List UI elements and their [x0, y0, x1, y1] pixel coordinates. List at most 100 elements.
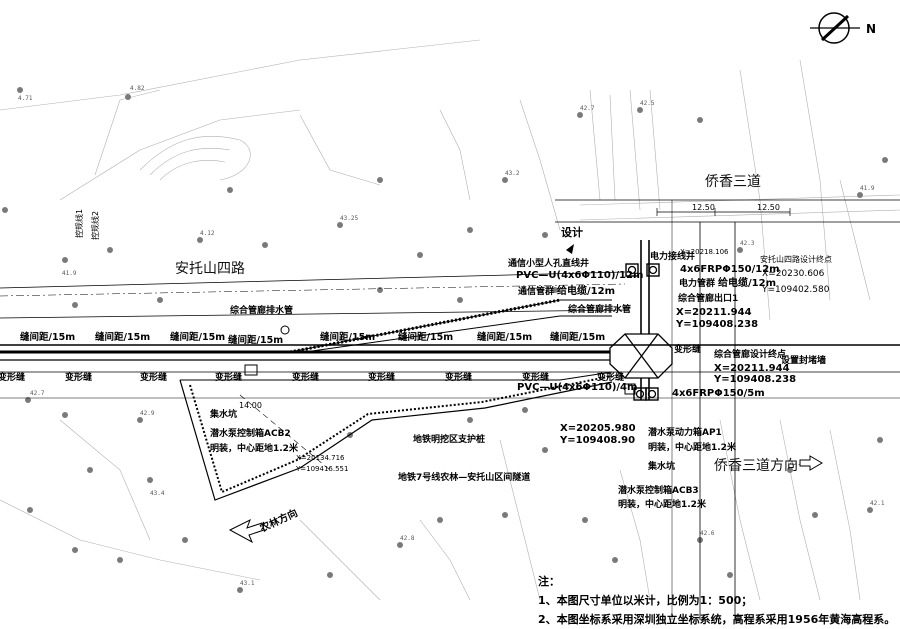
svg-text:41.9: 41.9 — [860, 185, 875, 192]
nonglin-direction-label: 农林方向 — [257, 506, 300, 535]
design-label: 设计 — [561, 225, 583, 239]
coord2-y-label: Y=109408.238 — [713, 374, 796, 385]
sump2-label: 集水坑 — [209, 408, 237, 420]
svg-text:43.1: 43.1 — [240, 580, 255, 587]
dim-1250a-label: 12.50 — [692, 203, 715, 212]
tunnel-octagon — [609, 240, 673, 401]
svg-text:变形缝: 变形缝 — [0, 371, 25, 383]
sump-markers — [244, 325, 636, 395]
metro-line-label: 地铁7号线农林—安托山区间隧道 — [398, 471, 530, 483]
coord3-y-label: Y=109408.90 — [559, 435, 635, 446]
joint-spacing-labels: 缝间距/15m 缝间距/15m 缝间距/15m 缝间距/15m 缝间距/15m … — [20, 331, 605, 346]
telecom-group-label: 通信管群 — [518, 285, 554, 297]
svg-text:变形缝: 变形缝 — [368, 371, 395, 383]
svg-text:缝间距/15m: 缝间距/15m — [170, 331, 225, 343]
metro-support-label: 地铁明挖区支护桩 — [413, 433, 485, 445]
pvc-bottom-label: PVC—U(4x6Φ110)/4m — [517, 382, 637, 393]
design-leader-icon — [566, 244, 574, 254]
svg-text:缝间距/15m: 缝间距/15m — [398, 331, 453, 343]
svg-text:42.7: 42.7 — [580, 105, 595, 112]
pump-acb3-note: 明装，中心距地1.2米 — [618, 498, 707, 510]
coord4-y-label: Y=109416.551 — [295, 465, 348, 473]
nonglin-arrow-icon — [228, 518, 265, 544]
compass-icon: N — [810, 12, 876, 44]
road-main-label: 安托山四路 — [175, 261, 245, 277]
deform-joint-labels: 变形缝 变形缝 变形缝 变形缝 变形缝 变形缝 变形缝 变形缝 变形缝 变形缝 — [0, 343, 701, 383]
compass-north-label: N — [866, 22, 876, 36]
svg-text:缝间距/15m: 缝间距/15m — [320, 331, 375, 343]
telecom-well-label: 通信小型人孔直线井 — [508, 257, 589, 269]
svg-text:42.7: 42.7 — [30, 390, 45, 397]
power-pipe-label: 电力管群 — [679, 277, 715, 289]
svg-text:缝间距/15m: 缝间距/15m — [477, 331, 532, 343]
dp-x-label: X=20230.606 — [762, 269, 825, 279]
svg-text:4.82: 4.82 — [130, 85, 145, 92]
road-sectional2-label: 控规线2 — [90, 211, 100, 240]
sump1-label: 集水坑 — [647, 460, 675, 472]
svg-text:缝间距/15m: 缝间距/15m — [550, 331, 605, 343]
power-pipe2-label: 给电缆/12m — [718, 276, 776, 289]
svg-text:变形缝: 变形缝 — [674, 343, 701, 355]
coord3-x-label: X=20205.980 — [560, 423, 636, 434]
svg-text:变形缝: 变形缝 — [445, 371, 472, 383]
tunnel-band — [180, 298, 613, 381]
frp-bottom-label: 4x6FRPΦ150/5m — [672, 388, 765, 399]
top-x-label: X=20218.106 — [680, 248, 729, 256]
end-wall-label: 设置封堵墙 — [781, 354, 826, 366]
svg-text:缝间距/15m: 缝间距/15m — [95, 331, 150, 343]
road-sectional-label: 控规线1 — [74, 209, 84, 238]
frp-top-label: 4x6FRPΦ150/12m — [680, 264, 780, 275]
coord1-x-label: X=20211.944 — [676, 307, 752, 318]
svg-text:42.6: 42.6 — [700, 530, 715, 537]
svg-text:42.2: 42.2 — [790, 460, 805, 467]
design-point-label: 安托山四路设计终点 — [760, 254, 832, 264]
notes-line-1: 1、本图尺寸单位以米计，比例为1：500； — [538, 594, 753, 607]
dp-y-label: Y=109402.580 — [761, 285, 830, 295]
svg-text:42.5: 42.5 — [640, 100, 655, 107]
pump-acb2-note: 明装，中心距地1.2米 — [210, 442, 299, 454]
direction-arrows — [228, 244, 823, 544]
svg-text:变形缝: 变形缝 — [215, 371, 242, 383]
svg-text:4.71: 4.71 — [18, 95, 33, 102]
pump-ap1-note: 明装，中心距地1.2米 — [648, 441, 737, 453]
drawing-notes: 注： 1、本图尺寸单位以米计，比例为1：500； 2、本图坐标系采用深圳独立坐标… — [538, 572, 900, 629]
svg-text:43.25: 43.25 — [340, 215, 358, 222]
svg-text:42.9: 42.9 — [140, 410, 155, 417]
svg-text:43.4: 43.4 — [150, 490, 165, 497]
tunnel-pipe-label: 综合管廊排水管 — [230, 304, 293, 316]
tunnel-pipe2-label: 综合管廊排水管 — [568, 303, 631, 315]
east-arrow-icon — [799, 455, 823, 471]
dim-1400-label: 14.00 — [239, 401, 262, 410]
pump-acb3-label: 潜水泵控制箱ACB3 — [618, 484, 699, 496]
svg-text:42.3: 42.3 — [740, 240, 755, 247]
metro-outline — [179, 375, 613, 501]
svg-text:4.12: 4.12 — [200, 230, 215, 237]
svg-text:变形缝: 变形缝 — [292, 371, 319, 383]
svg-text:缝间距/15m: 缝间距/15m — [20, 331, 75, 343]
tunnel-end-label: 综合管廊设计终点 — [714, 348, 786, 360]
coord1-y-label: Y=109408.238 — [675, 319, 758, 330]
svg-text:42.1: 42.1 — [870, 500, 885, 507]
svg-text:43.2: 43.2 — [505, 170, 520, 177]
svg-text:变形缝: 变形缝 — [140, 371, 167, 383]
survey-points — [2, 87, 888, 593]
svg-text:变形缝: 变形缝 — [65, 371, 92, 383]
pvc-top-label: PVC—U(4x6Φ110)/12m — [516, 270, 643, 281]
svg-text:变形缝: 变形缝 — [597, 371, 624, 383]
survey-contours — [0, 39, 900, 601]
dim-1250b-label: 12.50 — [757, 203, 780, 212]
svg-text:变形缝: 变形缝 — [522, 371, 549, 383]
svg-text:缝间距/15m: 缝间距/15m — [228, 334, 283, 346]
road-east-dir-label: 侨香三道方向 — [714, 458, 798, 474]
svg-text:41.9: 41.9 — [62, 270, 77, 277]
dimension-lines — [656, 208, 791, 216]
road-east-label: 侨香三道 — [705, 174, 761, 190]
pump-acb2-label: 潜水泵控制箱ACB2 — [210, 427, 291, 439]
coord2-x-label: X=20211.944 — [714, 363, 790, 374]
notes-line-2: 2、本图坐标系采用深圳独立坐标系统，高程系采用1956年黄海高程系。 — [538, 613, 896, 626]
notes-title: 注： — [538, 575, 560, 588]
svg-text:42.8: 42.8 — [400, 535, 415, 542]
pump-ap1-label: 潜水泵动力箱AP1 — [648, 426, 722, 438]
